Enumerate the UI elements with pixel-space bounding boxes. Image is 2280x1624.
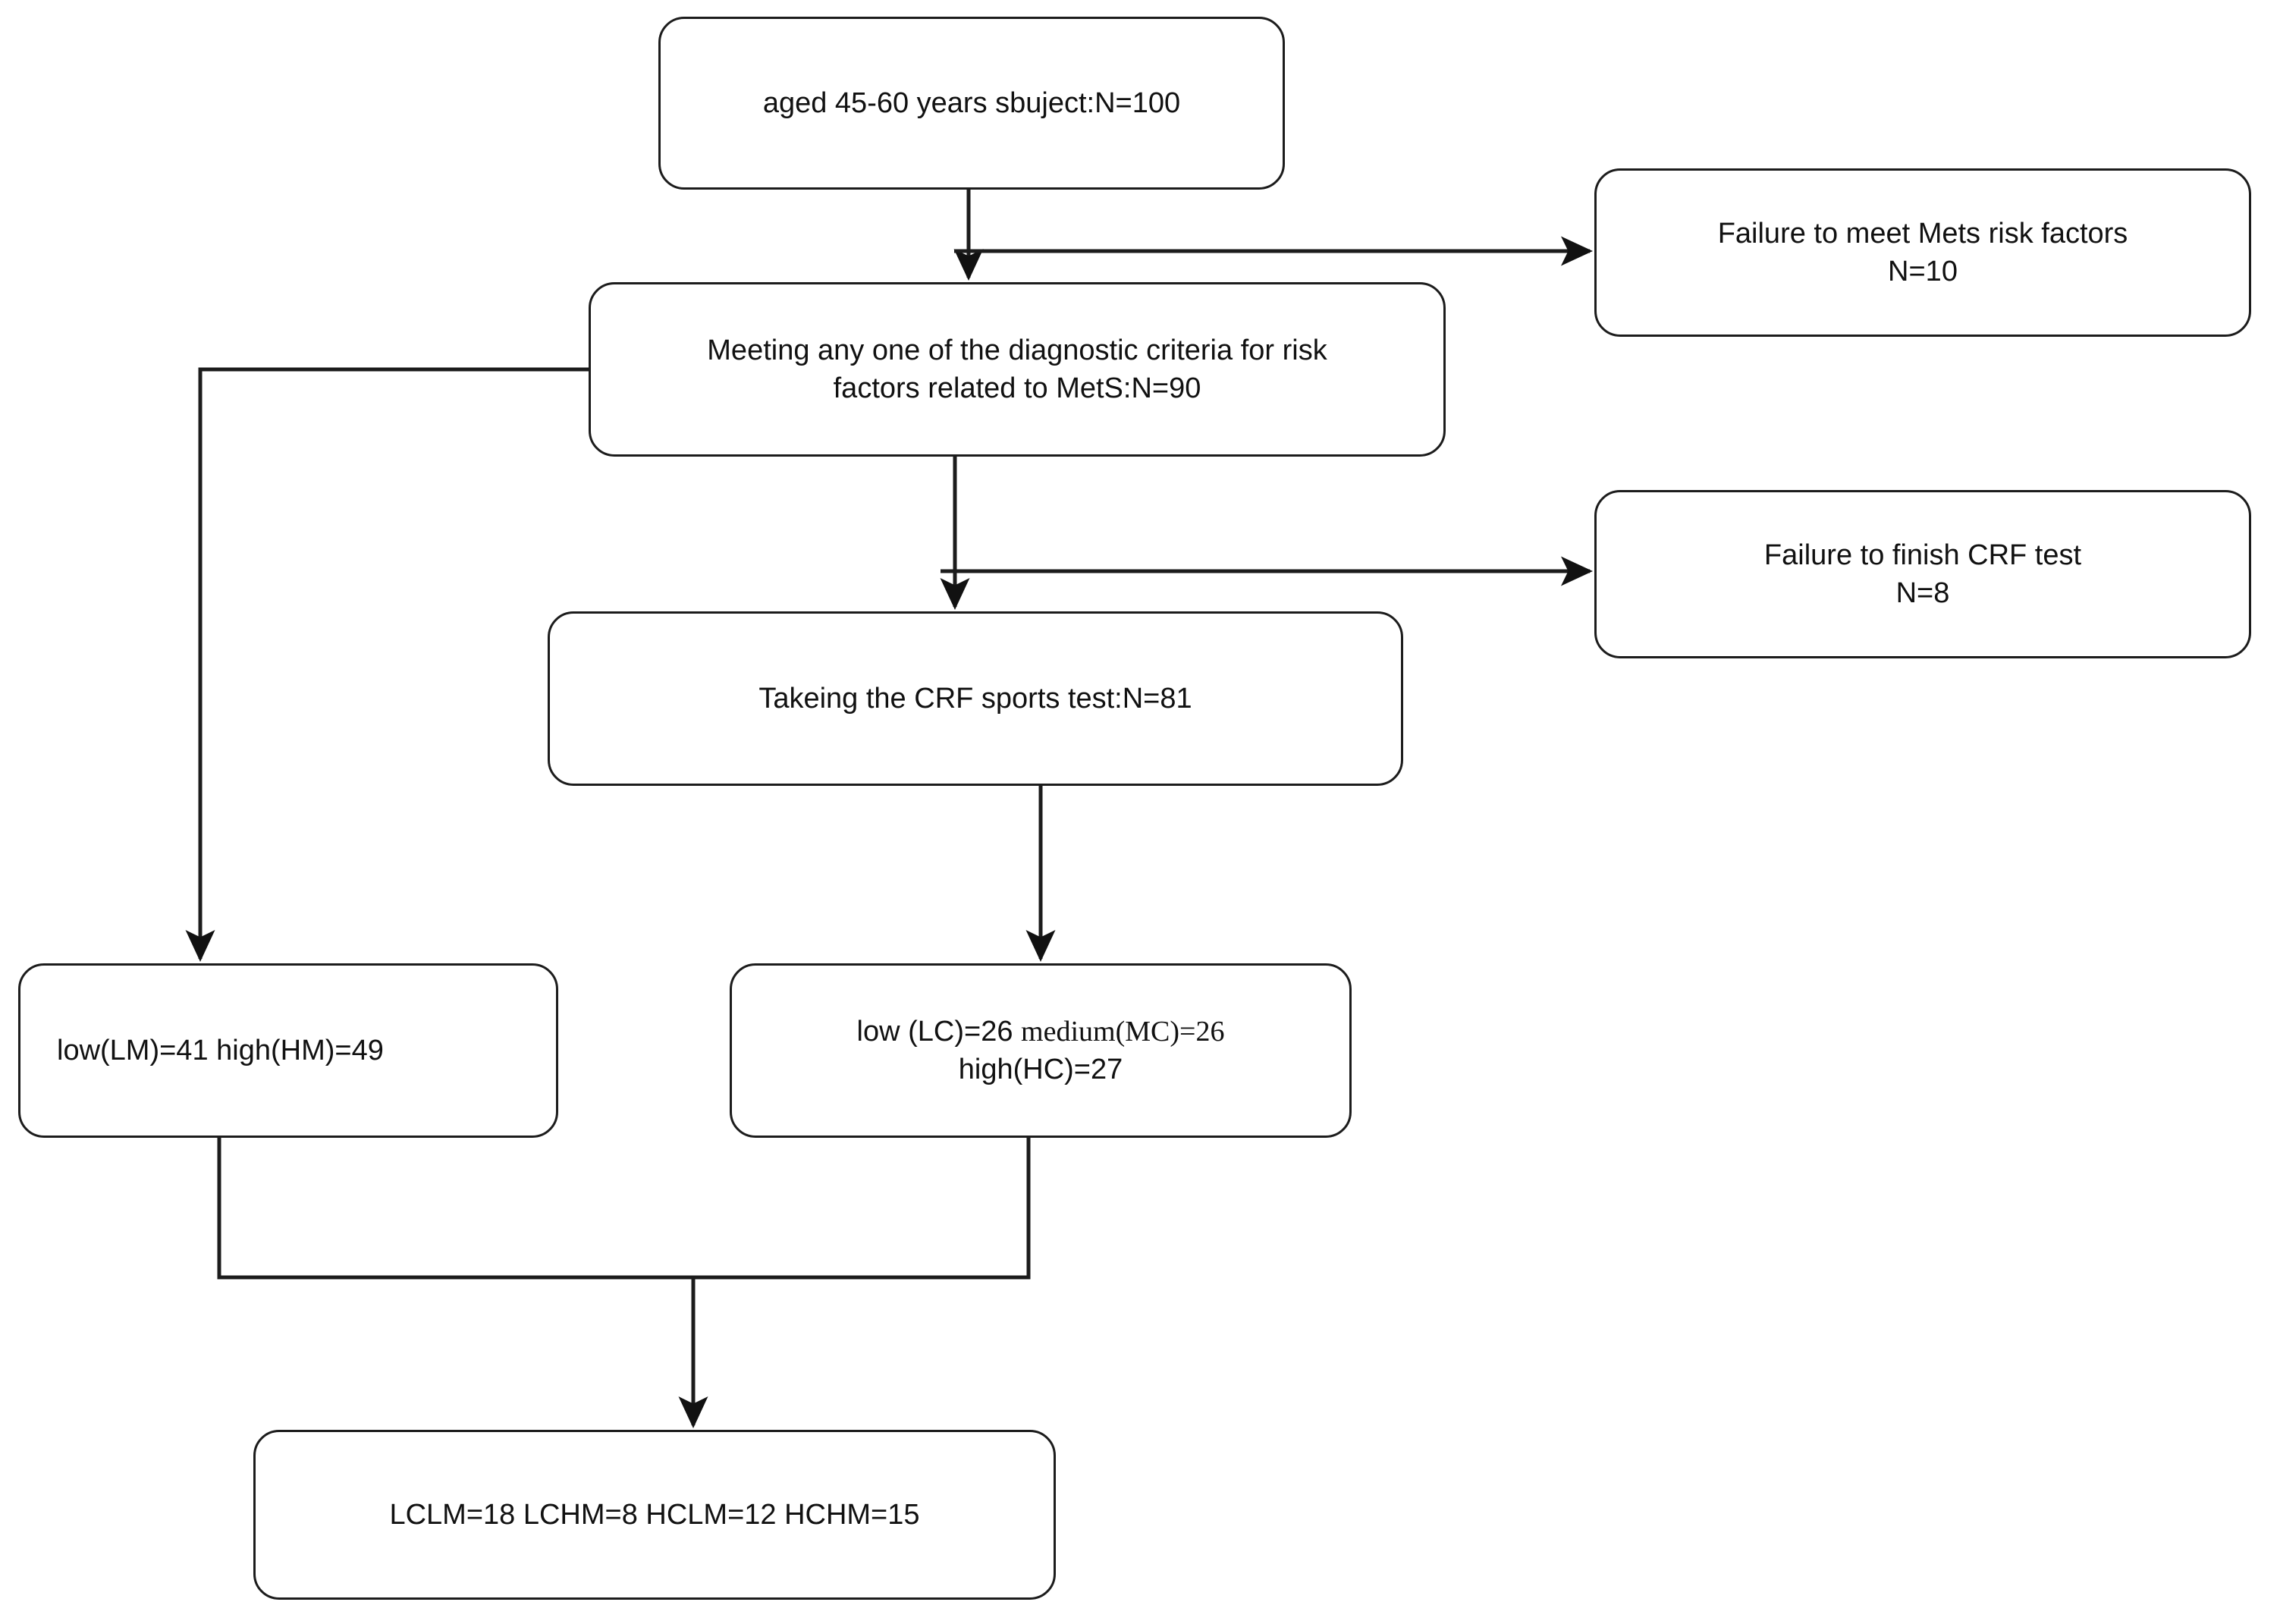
edge-muscle-down	[217, 1138, 1031, 1280]
node-crf-groups-label: low (LC)=26 medium(MC)=26 high(HC)=27	[856, 1015, 1225, 1085]
node-met-criteria-label: Meeting any one of the diagnostic criter…	[707, 334, 1327, 404]
node-muscle-groups: low(LM)=41 high(HM)=49	[18, 963, 558, 1138]
node-met-criteria: Meeting any one of the diagnostic criter…	[589, 282, 1446, 457]
node-crf-groups: low (LC)=26 medium(MC)=26 high(HC)=27	[730, 963, 1352, 1138]
node-muscle-groups-label: low(LM)=41 high(HM)=49	[57, 1034, 384, 1066]
node-excluded-mets-label: Failure to meet Mets risk factors N=10	[1717, 217, 2128, 287]
node-combined-groups: LCLM=18 LCHM=8 HCLM=12 HCHM=15	[253, 1430, 1056, 1600]
node-excluded-mets: Failure to meet Mets risk factors N=10	[1594, 168, 2251, 337]
node-crf-test: Takeing the CRF sports test:N=81	[548, 611, 1403, 786]
node-excluded-crf-label: Failure to finish CRF test N=8	[1763, 539, 2082, 609]
node-crf-test-label: Takeing the CRF sports test:N=81	[758, 682, 1192, 715]
node-excluded-crf: Failure to finish CRF test N=8	[1594, 490, 2251, 658]
node-enrolled-label: aged 45-60 years sbuject:N=100	[762, 86, 1181, 119]
node-combined-groups-label: LCLM=18 LCHM=8 HCLM=12 HCHM=15	[389, 1498, 920, 1531]
node-enrolled: aged 45-60 years sbuject:N=100	[658, 17, 1285, 190]
edge-met-to-muscle	[185, 367, 589, 963]
